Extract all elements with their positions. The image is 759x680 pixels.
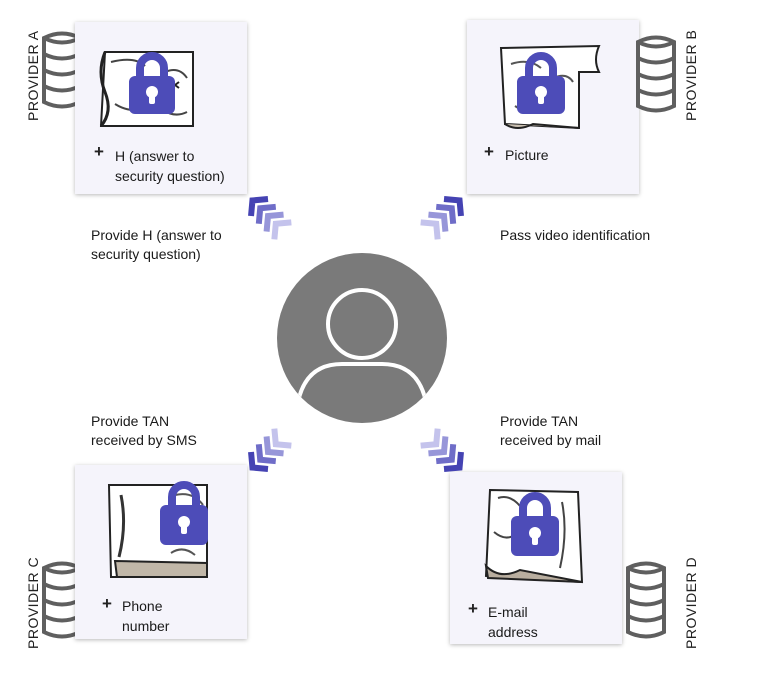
card-c-line2: number — [122, 618, 170, 634]
plus-icon: + — [102, 594, 112, 613]
card-a-line2: security question) — [115, 168, 225, 184]
provider-a-card: + H (answer to security question) — [75, 22, 247, 194]
provider-c-label: PROVIDER C — [25, 556, 41, 649]
note-d-line1: Provide TAN — [500, 413, 579, 429]
note-provider-a: Provide H (answer to security question) — [91, 226, 222, 264]
padlock-icon — [129, 52, 175, 114]
card-d-line2: address — [488, 624, 538, 640]
note-b-line1: Pass video identification — [500, 227, 651, 243]
note-provider-b: Pass video identification — [500, 226, 650, 245]
plus-icon: + — [468, 599, 478, 618]
database-icon — [636, 35, 676, 113]
note-provider-d: Provide TAN received by mail — [500, 412, 601, 450]
user-avatar-icon — [277, 253, 447, 423]
note-d-line2: received by mail — [500, 432, 602, 448]
chevron-arrow-icon — [420, 428, 464, 472]
note-c-line1: Provide TAN — [91, 413, 170, 429]
provider-d-card: + E-mail address — [450, 472, 622, 644]
provider-c-card: + Phone number — [75, 465, 247, 639]
padlock-icon — [511, 492, 559, 556]
chevron-arrow-icon — [420, 196, 464, 240]
database-icon — [626, 561, 666, 639]
card-d-line1: E-mail — [488, 604, 528, 620]
provider-b-label: PROVIDER B — [683, 29, 699, 121]
provider-b-card: + Picture — [467, 20, 639, 194]
chevron-arrow-icon — [248, 428, 292, 472]
provider-d-label: PROVIDER D — [683, 556, 699, 649]
note-a-line1: Provide H (answer to — [91, 227, 222, 243]
card-b-line1: Picture — [505, 147, 549, 163]
chevron-arrow-icon — [248, 196, 292, 240]
note-provider-c: Provide TAN received by SMS — [91, 412, 197, 450]
padlock-icon — [160, 481, 208, 545]
padlock-icon — [517, 52, 565, 114]
plus-icon: + — [94, 142, 104, 161]
provider-a-label: PROVIDER A — [25, 30, 41, 121]
card-c-line1: Phone — [122, 598, 163, 614]
plus-icon: + — [484, 142, 494, 161]
note-a-line2: security question) — [91, 246, 201, 262]
note-c-line2: received by SMS — [91, 432, 197, 448]
card-a-line1: H (answer to — [115, 148, 195, 164]
